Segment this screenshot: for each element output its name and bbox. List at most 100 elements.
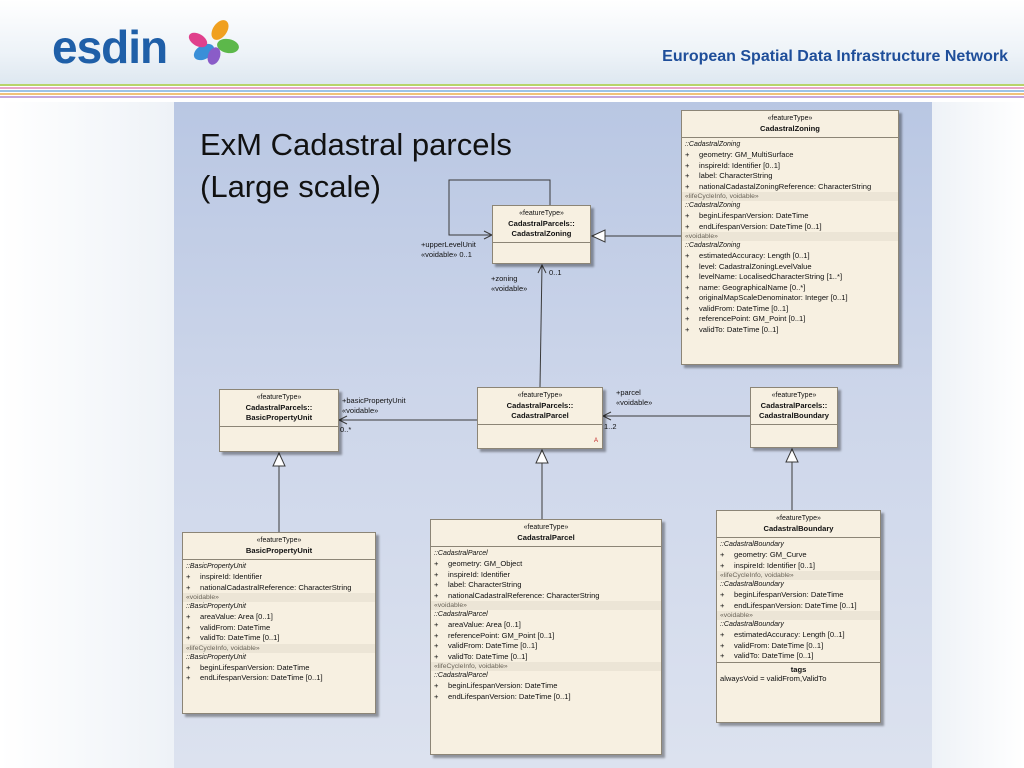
attribute-row: +beginLifespanVersion: DateTime (685, 211, 895, 222)
attribute-text: inspireId: Identifier (200, 572, 263, 581)
group-class-label: ::CadastralBoundary (720, 581, 784, 588)
attribute-text: endLifespanVersion: DateTime [0..1] (448, 691, 571, 701)
attribute-row: +validFrom: DateTime (186, 623, 372, 634)
tag-value: alwaysVoid = validFrom,ValidTo (720, 673, 827, 683)
attribute-row: +geometry: GM_Curve (720, 550, 877, 561)
visibility-marker: + (186, 582, 191, 592)
attribute-text: nationalCadastalZoningReference: Charact… (699, 181, 872, 191)
visibility-marker: + (685, 303, 690, 313)
esdin-logo-text: esdin (52, 21, 168, 73)
attribute-row: +name: GeographicalName [0..*] (685, 283, 895, 294)
stereotype-label: «featureType» (517, 392, 563, 399)
attribute-row: +validFrom: DateTime [0..1] (434, 641, 658, 652)
attribute-row: +beginLifespanVersion: DateTime (720, 590, 877, 601)
group-class-label: ::BasicPropertyUnit (186, 563, 246, 570)
attr-group: «lifeCycleInfo, voidable» ::CadastralZon… (682, 192, 898, 233)
class-name-label: CadastralZoning (760, 124, 820, 133)
attr-group: «voidable» ::CadastralZoning +estimatedA… (682, 232, 898, 336)
group-stereotype-label: «voidable» (717, 611, 880, 620)
visibility-marker: + (434, 681, 439, 690)
attribute-text: inspireId: Identifier [0..1] (734, 560, 816, 570)
attribute-text: geometry: GM_MultiSurface (699, 150, 794, 159)
attribute-compartment: ::CadastralZoning +geometry: GM_MultiSur… (682, 138, 898, 337)
group-stereotype-label: «lifeCycleInfo, voidable» (717, 571, 880, 580)
basic-property-unit-stereotype: «voidable» (342, 406, 379, 415)
basic-property-unit-role: +basicPropertyUnit (342, 396, 406, 405)
attribute-row: +nationalCadastralReference: CharacterSt… (186, 583, 372, 594)
attribute-text: geometry: GM_Object (448, 559, 523, 568)
group-class-label: ::CadastralParcel (434, 672, 488, 679)
upper-level-unit-role: +upperLevelUnit (421, 240, 476, 249)
class-basicpropertyunit-detail[interactable]: «featureType» BasicPropertyUnit ::BasicP… (182, 532, 376, 714)
class-cadastralboundary-abstract[interactable]: «featureType» CadastralParcels:: Cadastr… (750, 387, 838, 448)
stereotype-label: «featureType» (771, 392, 817, 399)
stereotype-label: «featureType» (523, 524, 569, 531)
stereotype-label: «featureType» (767, 115, 813, 122)
attribute-row: +levelName: LocalisedCharacterString [1.… (685, 272, 895, 283)
title-line-2: (Large scale) (200, 169, 381, 204)
abstract-marker: A (593, 438, 598, 444)
visibility-marker: + (186, 662, 191, 672)
attribute-row: + inspireId: Identifier (186, 572, 372, 583)
visibility-marker: + (434, 580, 439, 589)
visibility-marker: + (720, 560, 725, 570)
stereotype-label: «featureType» (256, 537, 302, 544)
class-cadastralzoning-detail[interactable]: «featureType» CadastralZoning ::Cadastra… (681, 110, 899, 365)
attribute-text: beginLifespanVersion: DateTime (699, 211, 809, 220)
attribute-text: areaValue: Area [0..1] (200, 612, 273, 621)
attribute-row: + areaValue: Area [0..1] (186, 612, 372, 623)
attribute-row: +validFrom: DateTime [0..1] (720, 641, 877, 652)
parcel-arrowhead (601, 411, 612, 421)
visibility-marker: + (434, 569, 439, 579)
visibility-marker: + (720, 630, 725, 639)
attribute-row: +endLifespanVersion: DateTime [0..1] (685, 222, 895, 233)
attribute-text: beginLifespanVersion: DateTime (734, 590, 844, 599)
attribute-row: + endLifespanVersion: DateTime [0..1] (434, 692, 658, 703)
attribute-compartment: ::BasicPropertyUnit + inspireId: Identifi… (183, 560, 375, 686)
attribute-text: inspireId: Identifier [0..1] (699, 160, 781, 170)
class-package-label: CadastralParcels:: (245, 403, 313, 412)
attr-group: «voidable» ::CadastralBoundary +estimate… (717, 611, 880, 662)
attribute-row: +geometry: GM_MultiSurface (685, 150, 895, 161)
class-basicpropertyunit-abstract[interactable]: «featureType» CadastralParcels:: BasicPr… (219, 389, 339, 452)
class-cadastralparcel-detail[interactable]: «featureType» CadastralParcel ::Cadastra… (430, 519, 662, 755)
left-margin (0, 102, 174, 768)
attribute-row: +estimatedAccuracy: Length [0..1] (720, 630, 877, 641)
attribute-row: +validTo: DateTime [0..1] (685, 325, 895, 336)
class-package-label: CadastralParcels:: (760, 401, 828, 410)
visibility-marker: + (186, 612, 191, 621)
class-name-label: CadastralBoundary (763, 524, 834, 533)
group-stereotype-label: «lifeCycleInfo, voidable» (183, 643, 375, 653)
group-class-label: ::CadastralBoundary (720, 541, 784, 548)
attr-group: ::CadastralZoning +geometry: GM_MultiSur… (685, 140, 895, 192)
attr-group: ::CadastralBoundary +geometry: GM_Curve … (720, 540, 877, 571)
attribute-row: +inspireId: Identifier [0..1] (685, 161, 895, 172)
class-cadastralparcel-abstract[interactable]: «featureType» CadastralParcels:: Cadastr… (477, 387, 603, 449)
class-package-label: CadastralParcels:: (506, 401, 574, 410)
bpu-generalization-head (272, 451, 286, 467)
attribute-row: +areaValue: Area [0..1] (434, 620, 658, 631)
class-cadastralboundary-detail[interactable]: «featureType» CadastralBoundary ::Cadast… (716, 510, 881, 723)
attribute-text: label: CharacterString (448, 580, 522, 589)
visibility-marker: + (685, 181, 690, 191)
attribute-row: +nationalCadastralReference: CharacterSt… (434, 591, 658, 602)
attr-group: «voidable» ::CadastralParcel +areaValue:… (431, 601, 661, 663)
attribute-text: nationalCadastralReference: CharacterStr… (448, 590, 600, 600)
parcel-multiplicity: 1..2 (604, 422, 617, 431)
attr-group: ::CadastralParcel +geometry: GM_Object +… (434, 549, 658, 601)
attribute-row: +validTo: DateTime [0..1] (434, 652, 658, 663)
visibility-marker: + (434, 691, 439, 701)
visibility-marker: + (434, 630, 439, 640)
attribute-row: + inspireId: Identifier [0..1] (720, 561, 877, 572)
attribute-row: +inspireId: Identifier (434, 570, 658, 581)
visibility-marker: + (186, 572, 191, 581)
attribute-text: originalMapScaleDenominator: Integer [0.… (699, 293, 848, 302)
attribute-compartment: ::CadastralParcel + geometry: GM_Object +… (431, 547, 661, 704)
class-name-label: CadastralParcel (511, 411, 569, 420)
attribute-row: +endLifespanVersion: DateTime [0..1] (720, 601, 877, 612)
class-cadastralzoning-abstract[interactable]: «featureType» CadastralParcels:: Cadastr… (492, 205, 591, 264)
attribute-text: beginLifespanVersion: DateTime (448, 681, 558, 690)
attribute-row: +beginLifespanVersion: DateTime (186, 663, 372, 674)
visibility-marker: + (685, 272, 690, 281)
visibility-marker: + (685, 251, 690, 260)
